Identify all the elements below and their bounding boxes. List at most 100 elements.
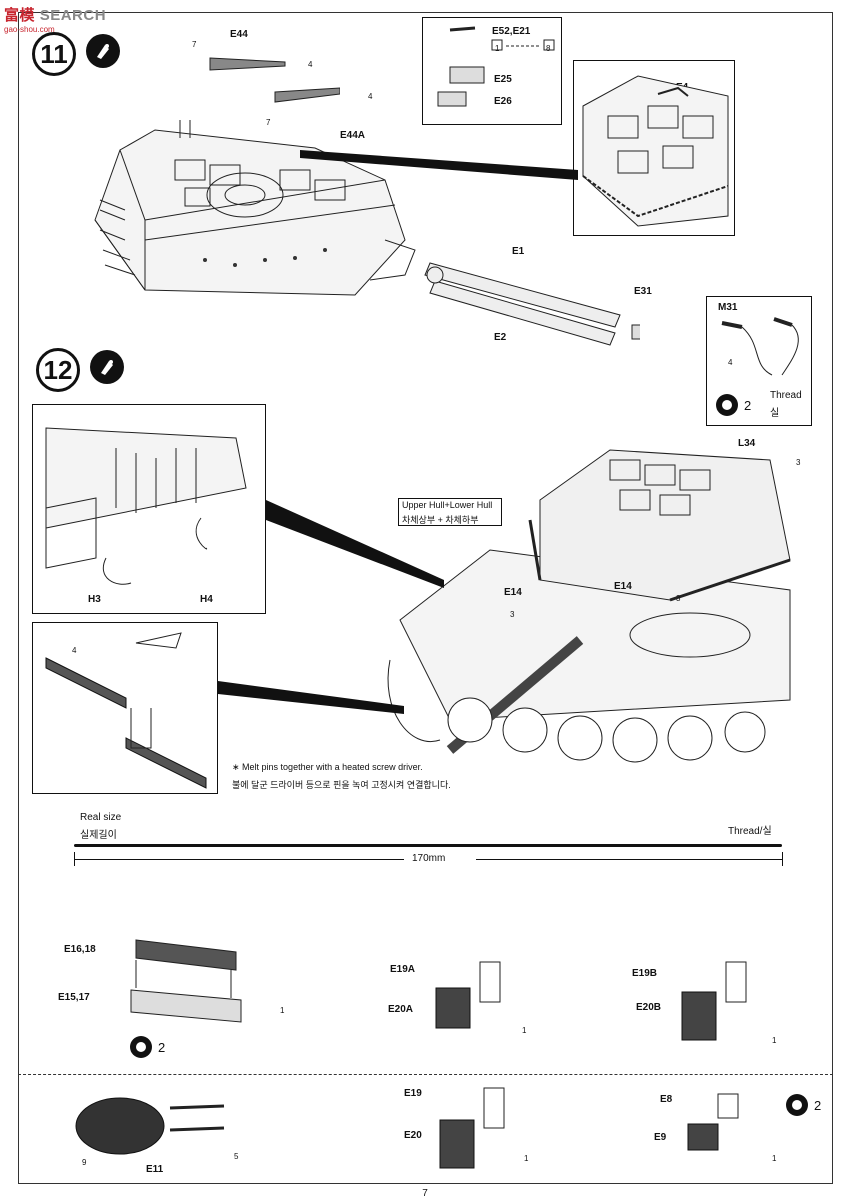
real-size-en: Real size bbox=[80, 812, 122, 823]
callout-4b: 4 bbox=[368, 92, 373, 101]
tarp-bundle-drawing bbox=[75, 1097, 225, 1155]
paint-number-b: 2 bbox=[814, 1097, 822, 1113]
paint-indicator-a: 2 bbox=[130, 1036, 165, 1058]
callout-8: 8 bbox=[546, 44, 551, 53]
callout-3b: 3 bbox=[510, 610, 515, 619]
jerrycan-c-drawing bbox=[439, 1087, 505, 1169]
machine-gun-parts bbox=[209, 57, 340, 103]
callout-1e: 1 bbox=[772, 1154, 777, 1163]
watermark: 富模 SEARCH gao-shou.com bbox=[4, 4, 106, 34]
callout-9: 9 bbox=[82, 1158, 87, 1167]
inset-e52-drawing bbox=[437, 26, 555, 107]
label-e14b: E14 bbox=[614, 581, 632, 592]
antenna-drawing bbox=[721, 317, 799, 376]
callout-1d: 1 bbox=[524, 1154, 529, 1163]
callout-4: 4 bbox=[728, 358, 733, 367]
jerrycan-a-drawing bbox=[435, 961, 501, 1029]
callout-4a: 4 bbox=[308, 60, 313, 69]
paint-icon bbox=[130, 1036, 152, 1058]
cement-icon bbox=[90, 350, 124, 384]
label-m31: M31 bbox=[718, 302, 738, 313]
ruler-thread: Thread/실 bbox=[728, 826, 772, 837]
ruler-line-left bbox=[74, 859, 404, 860]
label-e11: E11 bbox=[146, 1164, 164, 1175]
jerrycan-b-drawing bbox=[681, 961, 747, 1041]
step-12-label: 12 bbox=[43, 354, 73, 385]
label-e16-18: E16,18 bbox=[64, 944, 96, 955]
callout-1: 1 bbox=[495, 44, 500, 53]
label-e52-e21: E52,E21 bbox=[492, 26, 531, 37]
crate-drawing bbox=[130, 939, 242, 1023]
pointer-h3h4 bbox=[266, 500, 444, 588]
watermark-word: SEARCH bbox=[39, 7, 107, 24]
label-e44a: E44A bbox=[340, 130, 366, 141]
real-size-ko: 실제길이 bbox=[80, 830, 117, 841]
label-hull-ko: 차체상부 + 차체하부 bbox=[402, 515, 479, 525]
label-e19b: E19B bbox=[632, 968, 658, 979]
callout-7b: 7 bbox=[266, 118, 271, 127]
page-number: 7 bbox=[422, 1188, 428, 1199]
label-e1: E1 bbox=[512, 246, 525, 257]
label-e25: E25 bbox=[494, 74, 512, 85]
pointer-track bbox=[218, 681, 404, 714]
callout-1a: 1 bbox=[280, 1006, 285, 1015]
callout-1c: 1 bbox=[772, 1036, 777, 1045]
step-11-number: 11 bbox=[32, 32, 76, 76]
pointer-e4 bbox=[300, 150, 578, 180]
label-e20a: E20A bbox=[388, 1004, 414, 1015]
hull-label-box bbox=[398, 498, 502, 526]
step-11-label: 11 bbox=[40, 38, 68, 69]
label-e26: E26 bbox=[494, 96, 512, 107]
label-e20: E20 bbox=[404, 1130, 422, 1141]
inset-e52 bbox=[422, 17, 562, 125]
label-hull-en: Upper Hull+Lower Hull bbox=[402, 500, 493, 510]
tank-drawing bbox=[387, 449, 791, 763]
label-thread-en: Thread bbox=[770, 390, 802, 401]
inset-h3-h4-drawing bbox=[45, 427, 247, 585]
inset-e4-drawing bbox=[582, 75, 729, 227]
callout-7a: 7 bbox=[192, 40, 197, 49]
label-h4: H4 bbox=[200, 594, 213, 605]
label-e2: E2 bbox=[494, 332, 507, 343]
thread-line bbox=[74, 844, 782, 847]
label-e19a: E19A bbox=[390, 964, 416, 975]
ruler-length: 170mm bbox=[412, 853, 446, 864]
inset-track-drawing bbox=[45, 632, 207, 789]
callout-4b: 4 bbox=[72, 646, 77, 655]
barrel-drawing bbox=[424, 262, 640, 346]
label-e14a: E14 bbox=[504, 587, 522, 598]
watermark-glyph-a: 富 bbox=[4, 7, 20, 24]
dashed-divider bbox=[18, 1074, 833, 1075]
ruler-line-right bbox=[476, 859, 782, 860]
callout-1b: 1 bbox=[522, 1026, 527, 1035]
label-e44: E44 bbox=[230, 29, 248, 40]
label-e31: E31 bbox=[634, 286, 652, 297]
label-h3: H3 bbox=[88, 594, 101, 605]
label-e19: E19 bbox=[404, 1088, 422, 1099]
paint-icon bbox=[716, 394, 738, 416]
paint-indicator: 2 bbox=[716, 394, 751, 416]
label-e20b: E20B bbox=[636, 1002, 662, 1013]
step-12-number: 12 bbox=[36, 348, 80, 392]
callout-3c: 3 bbox=[676, 594, 681, 603]
label-e9: E9 bbox=[654, 1132, 667, 1143]
paint-number: 2 bbox=[744, 397, 752, 413]
paint-icon bbox=[786, 1094, 808, 1116]
paint-number-a: 2 bbox=[158, 1039, 166, 1055]
watermark-glyph-b: 模 bbox=[19, 7, 36, 24]
label-e15-17: E15,17 bbox=[58, 992, 90, 1003]
callout-5: 5 bbox=[234, 1152, 239, 1161]
ruler-tick-right bbox=[782, 852, 783, 866]
label-e8: E8 bbox=[660, 1094, 673, 1105]
paint-indicator-b: 2 bbox=[786, 1094, 821, 1116]
label-l34: L34 bbox=[738, 438, 756, 449]
jerrycan-d-drawing bbox=[687, 1093, 739, 1151]
page-frame bbox=[18, 12, 833, 1184]
note-melt-pins-ko: 불에 달군 드라이버 등으로 핀을 녹여 고정시켜 연결합니다. bbox=[232, 780, 451, 790]
note-melt-pins-en: ∗ Melt pins together with a heated screw… bbox=[232, 762, 423, 772]
watermark-url: gao-shou.com bbox=[4, 25, 55, 34]
turret-drawing bbox=[94, 120, 416, 296]
callout-3a: 3 bbox=[796, 458, 801, 467]
cement-icon bbox=[86, 34, 120, 68]
label-thread-ko: 실 bbox=[770, 408, 780, 419]
